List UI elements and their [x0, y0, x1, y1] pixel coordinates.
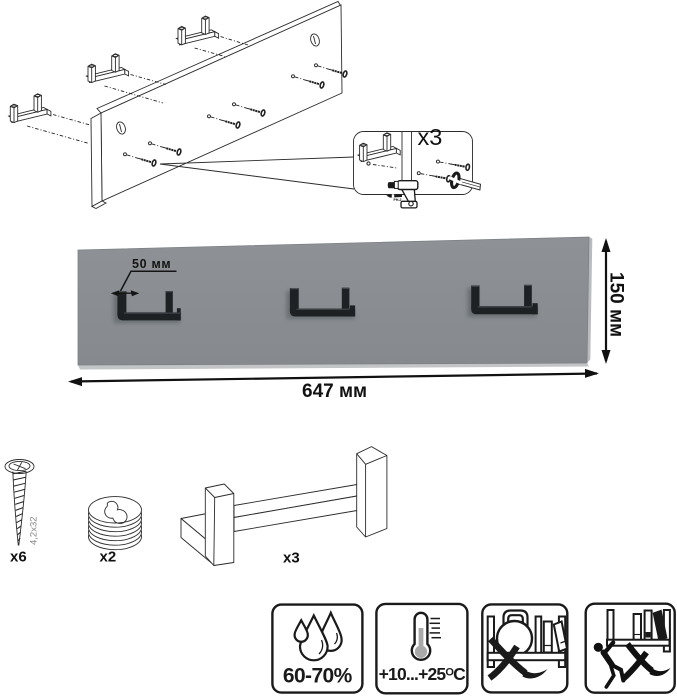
svg-text:60-70%: 60-70% [283, 665, 353, 688]
svg-text:50 мм: 50 мм [132, 257, 171, 271]
svg-text:PH-2: PH-2 [394, 198, 402, 202]
svg-text:150 мм: 150 мм [606, 272, 627, 337]
svg-text:x6: x6 [10, 549, 27, 566]
svg-text:x2: x2 [100, 549, 117, 566]
svg-text:647 мм: 647 мм [302, 381, 367, 402]
svg-text:x3: x3 [418, 124, 443, 150]
svg-text:x3: x3 [283, 550, 300, 567]
svg-text:+10...+25OC: +10...+25OC [379, 664, 467, 684]
svg-text:4,2x32: 4,2x32 [29, 516, 40, 545]
